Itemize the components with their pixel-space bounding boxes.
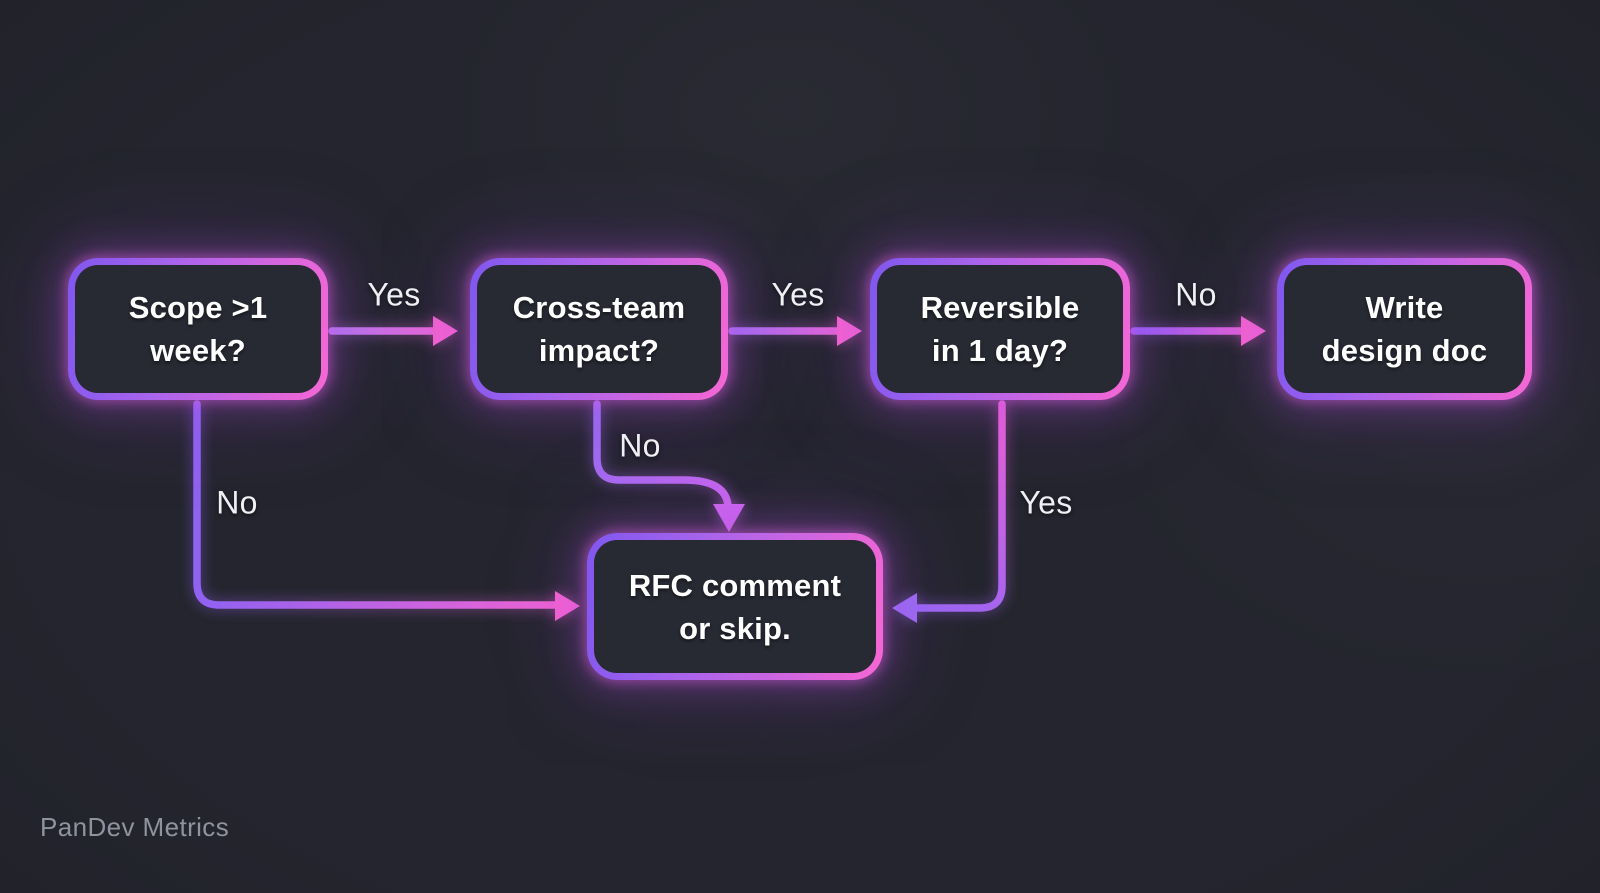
edge-label-reversible-writedoc: No: [1175, 276, 1217, 313]
edge-label-reversible-rfc: Yes: [1019, 484, 1073, 521]
node-crossteam-label-line2: impact?: [538, 333, 660, 368]
node-scope: Scope >1 week?: [68, 258, 328, 400]
node-writedoc: Write design doc: [1277, 258, 1532, 400]
node-rfc-label-line1: RFC comment: [628, 567, 842, 603]
node-writedoc-label-line2: design doc: [1321, 333, 1488, 368]
node-scope-label-line2: week?: [150, 333, 246, 368]
node-scope-label-line1: Scope >1: [128, 290, 268, 325]
edge-label-scope-crossteam: Yes: [367, 276, 421, 313]
node-reversible-label-line1: Reversible: [920, 290, 1080, 325]
edge-label-crossteam-rfc: No: [619, 427, 661, 464]
node-reversible-label-line2: in 1 day?: [931, 333, 1069, 368]
node-reversible: Reversible in 1 day?: [870, 258, 1130, 400]
node-rfc-label-line2: or skip.: [679, 610, 791, 646]
edge-label-scope-rfc: No: [216, 484, 258, 521]
watermark-text: PanDev Metrics: [40, 812, 230, 842]
node-rfc: RFC comment or skip.: [587, 533, 883, 680]
node-writedoc-label-line1: Write: [1365, 290, 1444, 325]
node-crossteam-label-line1: Cross-team: [512, 290, 686, 325]
node-crossteam: Cross-team impact?: [470, 258, 728, 400]
edge-label-crossteam-reversible: Yes: [771, 276, 825, 313]
